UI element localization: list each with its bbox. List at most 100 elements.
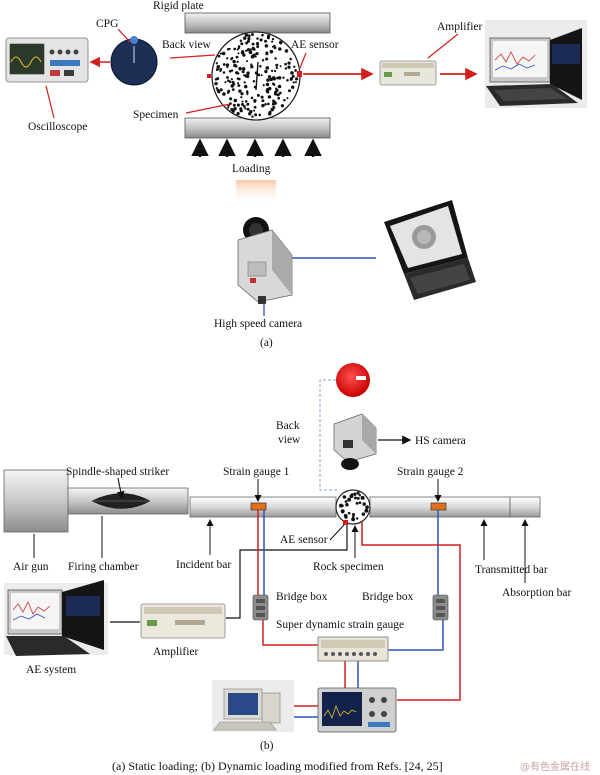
speckle-dot bbox=[364, 508, 369, 513]
speckle-dot bbox=[256, 45, 260, 49]
speckle-dot bbox=[271, 38, 275, 41]
speckle-dot bbox=[237, 84, 241, 87]
speckle-dot bbox=[286, 79, 289, 82]
speckle-dot bbox=[275, 66, 278, 70]
oscilloscope bbox=[5, 37, 89, 83]
speckle-dot bbox=[265, 57, 269, 61]
speckle-dot bbox=[272, 77, 276, 81]
speckle-dot bbox=[243, 84, 248, 89]
speckle-dot bbox=[284, 49, 289, 53]
speckle-dot bbox=[232, 59, 236, 64]
figure-caption: (a) Static loading; (b) Dynamic loading … bbox=[112, 759, 443, 773]
cpg-label: CPG bbox=[96, 18, 118, 30]
speckle-dot bbox=[257, 73, 261, 77]
back-view-marker bbox=[207, 74, 211, 78]
speckle-dot bbox=[247, 34, 251, 38]
back-view-dashed-path bbox=[319, 379, 338, 491]
speckle-dot bbox=[231, 88, 235, 91]
speckle-dot bbox=[269, 49, 274, 54]
speckle-dot bbox=[265, 82, 270, 87]
speckle-dot bbox=[266, 78, 270, 82]
speckle-dot bbox=[245, 60, 249, 63]
air-gun bbox=[3, 469, 69, 533]
speckle-dot bbox=[259, 38, 263, 42]
speckle-dot bbox=[222, 63, 226, 66]
speckle-dot bbox=[284, 67, 288, 70]
super-dynamic-label: Super dynamic strain gauge bbox=[276, 619, 404, 631]
speckle-dot bbox=[255, 42, 260, 46]
speckle-dot bbox=[261, 99, 265, 103]
light-cone bbox=[236, 180, 276, 204]
wiring bbox=[110, 510, 461, 718]
super-dynamic-strain-gauge bbox=[317, 636, 389, 662]
speckle-dot bbox=[219, 88, 223, 92]
speckle-dot bbox=[283, 98, 286, 102]
strain-gauge-2-label: Strain gauge 2 bbox=[397, 466, 464, 478]
speckle-dot bbox=[287, 65, 291, 69]
rock-specimen-label: Rock specimen bbox=[313, 561, 384, 573]
speckle-pattern bbox=[214, 33, 299, 118]
speckle-dot bbox=[340, 509, 345, 514]
speckle-dot bbox=[356, 517, 359, 520]
speckle-dot bbox=[274, 57, 277, 60]
absorption-bar bbox=[509, 496, 541, 518]
speckle-dot bbox=[245, 90, 249, 93]
absorption-bar-label: Absorption bar bbox=[502, 587, 571, 599]
speckle-dot bbox=[246, 107, 250, 111]
speckle-dot bbox=[231, 109, 235, 113]
speckle-dot bbox=[256, 93, 260, 97]
speckle-dot bbox=[294, 77, 299, 81]
speckle-dot bbox=[247, 102, 250, 105]
loading-arrows bbox=[191, 138, 322, 157]
speckle-dot bbox=[275, 63, 279, 67]
speckle-dot bbox=[230, 57, 234, 60]
high-speed-camera bbox=[237, 217, 293, 304]
speckle-dot bbox=[255, 51, 259, 56]
speckle-dot bbox=[244, 107, 247, 110]
speckle-dot bbox=[243, 81, 246, 84]
speckle-dot bbox=[240, 96, 243, 99]
speckle-dot bbox=[365, 505, 369, 510]
bridge-box-right-label: Bridge box bbox=[362, 591, 414, 603]
red-spot-highlight bbox=[356, 376, 366, 380]
speckle-dot bbox=[243, 36, 247, 40]
speckle-dot bbox=[282, 76, 285, 79]
speckle-dot bbox=[238, 89, 242, 93]
speckle-dot bbox=[250, 65, 254, 69]
speckle-dot bbox=[249, 109, 253, 114]
desktop-pc bbox=[212, 680, 294, 732]
speckle-dot bbox=[267, 112, 272, 116]
speckle-dot bbox=[232, 103, 236, 107]
speckle-dot bbox=[245, 49, 248, 52]
speckle-dot bbox=[276, 93, 280, 97]
high-speed-camera-label: High speed camera bbox=[214, 318, 302, 330]
loading-label: Loading bbox=[232, 163, 271, 175]
speckle-dot bbox=[226, 48, 230, 51]
back-view-b-line2: view bbox=[278, 434, 301, 446]
speckle-dot bbox=[292, 81, 295, 84]
speckle-dot bbox=[358, 494, 361, 497]
ae-system-laptop bbox=[4, 580, 108, 656]
speckle-dot bbox=[244, 100, 248, 103]
speckle-dot bbox=[216, 77, 220, 81]
speckle-dot bbox=[215, 87, 218, 90]
speckle-dot bbox=[278, 47, 282, 51]
speckle-dot bbox=[235, 55, 239, 59]
speckle-dot bbox=[279, 65, 282, 68]
speckle-dot bbox=[273, 69, 277, 73]
speckle-dot bbox=[271, 102, 275, 106]
bridge-box-right bbox=[432, 594, 449, 621]
speckle-dot bbox=[241, 67, 246, 71]
speckle-dot bbox=[237, 52, 240, 55]
speckle-dot bbox=[236, 48, 240, 51]
speckle-dot bbox=[247, 37, 251, 41]
transmitted-bar-label: Transmitted bar bbox=[475, 564, 548, 576]
speckle-dot bbox=[347, 511, 351, 515]
speckle-dot bbox=[236, 82, 240, 85]
speckle-dot bbox=[250, 54, 255, 59]
speckle-dot bbox=[344, 500, 348, 503]
speckle-dot bbox=[240, 42, 244, 46]
speckle-dot bbox=[286, 97, 289, 100]
rigid-plate-label: Rigid plate bbox=[153, 0, 204, 12]
